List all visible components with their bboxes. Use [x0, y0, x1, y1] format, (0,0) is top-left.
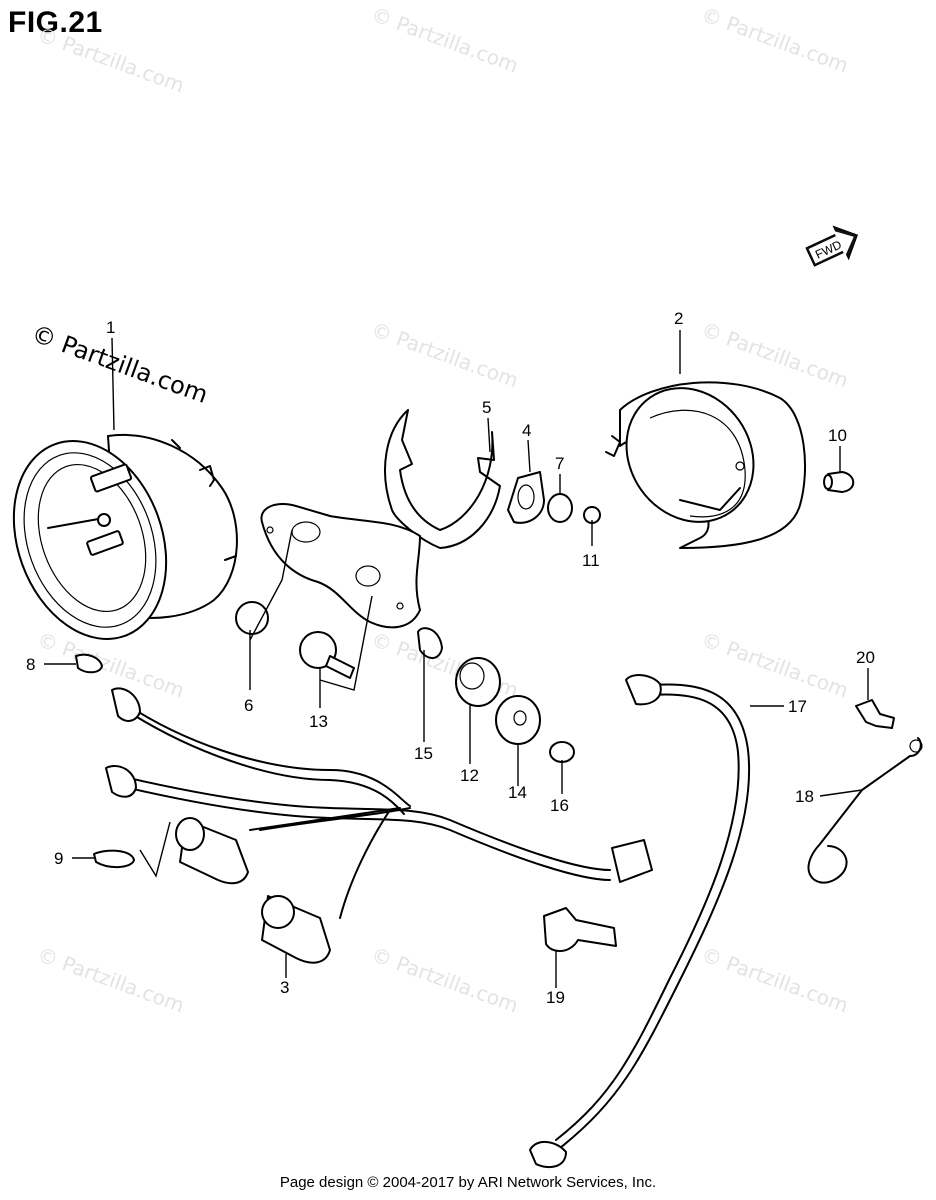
watermark-main: © Partzilla.com [28, 319, 212, 409]
watermark-faint: © Partzilla.com [368, 2, 521, 77]
spring-clamp-bolt [543, 699, 923, 952]
watermark-faint: © Partzilla.com [698, 317, 851, 392]
callout-11: 11 [582, 551, 600, 570]
callout-7: 7 [555, 454, 564, 473]
watermark-faint: © Partzilla.com [698, 2, 851, 77]
callout-6: 6 [244, 696, 253, 715]
callout-2: 2 [674, 309, 683, 328]
speedo-cable [529, 674, 751, 1169]
callout-19: 19 [546, 988, 565, 1007]
meter-assembly [12, 434, 238, 640]
figure-title: FIG.21 [8, 6, 103, 39]
wire-harness [75, 653, 653, 964]
meter-cover [605, 381, 807, 549]
callout-16: 16 [550, 796, 569, 815]
callout-14: 14 [508, 783, 527, 802]
parts-diagram: © Partzilla.com © Partzilla.com © Partzi… [12, 2, 923, 1169]
watermark-faint: © Partzilla.com [368, 317, 521, 392]
watermark-faint: © Partzilla.com [34, 942, 187, 1017]
callout-12: 12 [460, 766, 479, 785]
callout-20: 20 [856, 648, 875, 667]
watermark-faint: © Partzilla.com [698, 627, 851, 702]
callout-3: 3 [280, 978, 289, 997]
grommets-screws [235, 601, 575, 763]
watermark-faint: © Partzilla.com [698, 942, 851, 1017]
meter-bracket [260, 409, 501, 629]
leader-lines [44, 330, 869, 988]
callout-numbers: 1 2 3 4 5 6 7 8 9 10 11 12 13 14 15 16 1… [26, 309, 875, 1007]
callout-1: 1 [106, 318, 115, 337]
callout-4: 4 [522, 421, 531, 440]
callout-15: 15 [414, 744, 433, 763]
callout-9: 9 [54, 849, 63, 868]
callout-18: 18 [795, 787, 814, 806]
callout-13: 13 [309, 712, 328, 731]
fwd-arrow-icon: FWD [805, 225, 858, 267]
watermark-faint: © Partzilla.com [368, 942, 521, 1017]
callout-5: 5 [482, 398, 491, 417]
callout-17: 17 [788, 697, 807, 716]
watermark-faint: © Partzilla.com [34, 22, 187, 97]
page-footer: Page design © 2004-2017 by ARI Network S… [279, 1174, 657, 1191]
callout-10: 10 [828, 426, 847, 445]
small-hardware [507, 471, 855, 524]
callout-8: 8 [26, 655, 35, 674]
